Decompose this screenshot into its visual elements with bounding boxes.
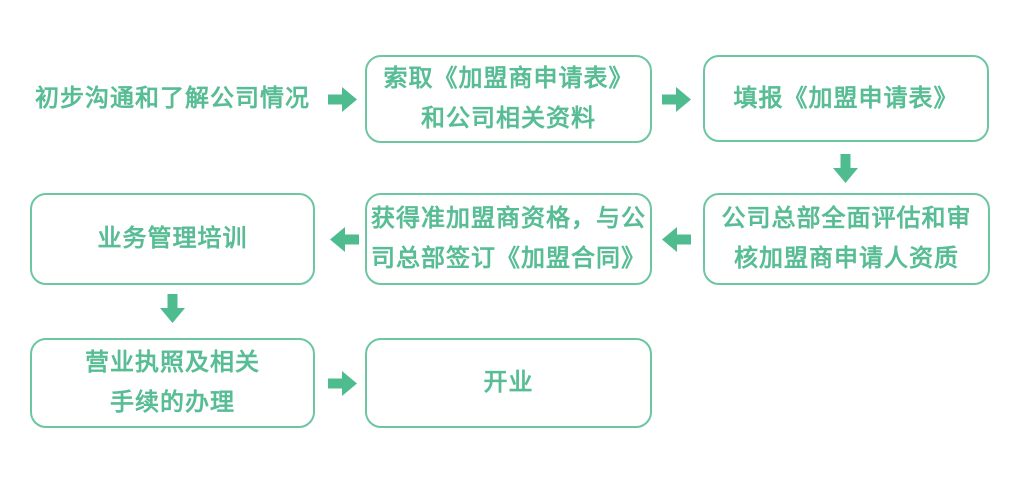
step-label: 业务管理培训 (97, 225, 248, 252)
step-box-opening: 开业 (365, 338, 652, 428)
arrow-down-icon (160, 294, 185, 323)
step-box-qualification-contract: 获得准加盟商资格，与公 司总部签订《加盟合同》 (365, 193, 652, 285)
step-label: 营业执照及相关 手续的办理 (85, 349, 260, 416)
arrow-right-icon (662, 87, 691, 112)
step-box-headquarters-review: 公司总部全面评估和审 核加盟商申请人资质 (703, 193, 990, 285)
step-label: 获得准加盟商资格，与公 司总部签订《加盟合同》 (371, 205, 646, 272)
arrow-right-icon (328, 87, 357, 112)
step-label: 填报《加盟申请表》 (733, 84, 959, 112)
step-label: 开业 (483, 369, 534, 396)
step-box-business-license: 营业执照及相关 手续的办理 (30, 338, 315, 428)
arrow-down-icon (833, 154, 858, 183)
step-label: 初步沟通和了解公司情况 (35, 85, 310, 112)
step-box-request-forms: 索取《加盟商申请表》 和公司相关资料 (365, 55, 652, 143)
arrow-left-icon (330, 227, 359, 252)
step-box-submit-application: 填报《加盟申请表》 (703, 55, 989, 142)
step-box-management-training: 业务管理培训 (30, 193, 315, 285)
step-text-initial-communication: 初步沟通和了解公司情况 (30, 55, 315, 143)
step-label: 索取《加盟商申请表》 和公司相关资料 (383, 65, 634, 132)
arrow-left-icon (662, 227, 691, 252)
arrow-right-icon (328, 371, 357, 396)
step-label: 公司总部全面评估和审 核加盟商申请人资质 (721, 205, 972, 272)
